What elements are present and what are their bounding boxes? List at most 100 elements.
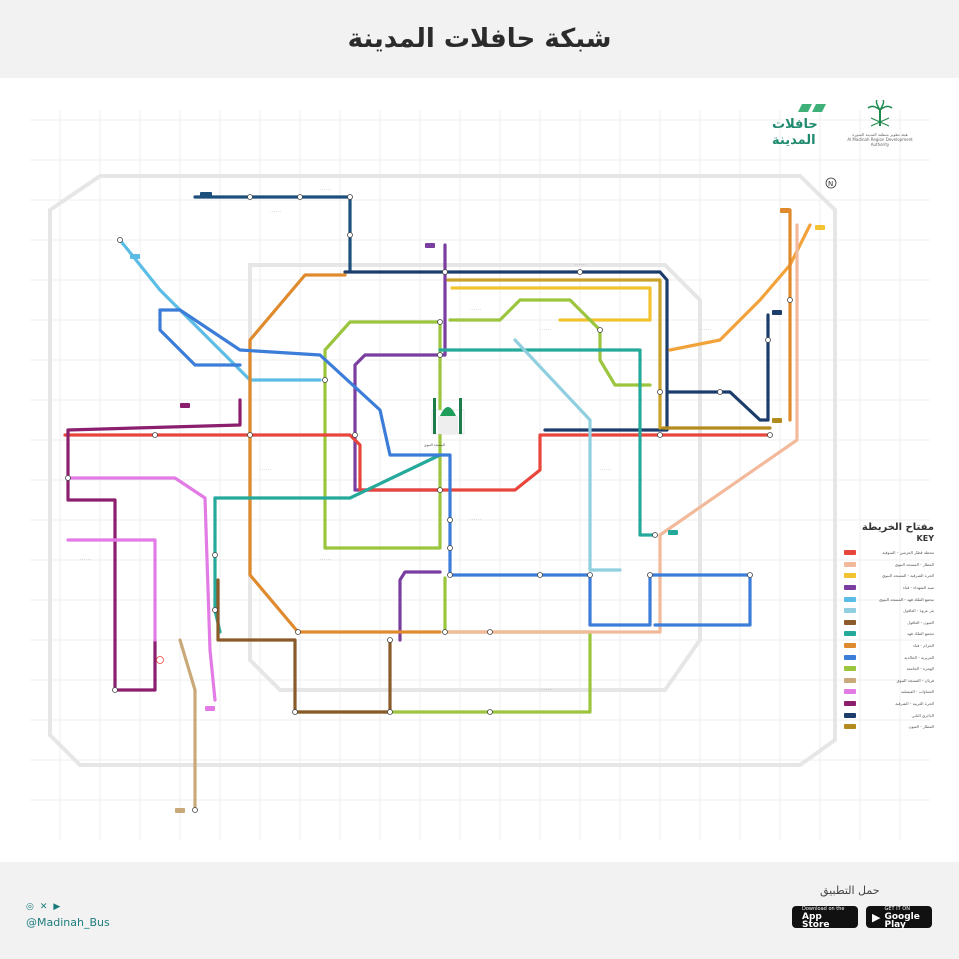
app-store-button[interactable]: Download on the App Store [792, 906, 858, 930]
svg-text:حافلات: حافلات [772, 117, 818, 132]
line-olive [446, 278, 662, 430]
street-grid [30, 110, 930, 840]
header-bar: شبكة حافلات المدينة [0, 0, 959, 78]
key-item-label: سيد الشهداء - قباء [903, 585, 934, 591]
key-item-label: العزيزية - الخالدية [904, 654, 934, 660]
key-item: الجماوات - الفيصلية [844, 686, 934, 698]
key-item-swatch [844, 596, 856, 602]
line-tan [178, 638, 197, 812]
key-item-label: قربان - المسجد النبوي [896, 677, 934, 683]
line-teal-west [213, 453, 442, 500]
line-magenta [66, 398, 242, 692]
key-item: سيد الشهداء - قباء [844, 582, 934, 594]
key-item-swatch [844, 689, 856, 695]
line-teal [438, 348, 657, 537]
page-title: شبكة حافلات المدينة [347, 24, 612, 54]
line-green [323, 320, 442, 550]
social-handle[interactable]: @Madinah_Bus [26, 916, 110, 929]
svg-text:. . . . . .: . . . . . . [80, 557, 91, 561]
key-item-label: المطار - العيون [908, 724, 934, 730]
stations[interactable] [65, 194, 793, 813]
key-item-label: محطة قطار الحرمين - السوقية [882, 550, 934, 556]
bus-network-map[interactable]: . . . . . . . . . . . . . . . . . . . . … [0, 78, 959, 862]
ring-roads [48, 174, 837, 767]
svg-text:. . . . . .: . . . . . . [270, 209, 281, 213]
youtube-icon[interactable]: ▶ [53, 902, 61, 912]
svg-text:المدينة: المدينة [772, 133, 816, 148]
key-item-label: مجمع الملك فهد [907, 631, 934, 637]
key-title: مفتاح الخريطة [861, 522, 934, 533]
key-item: مجمع الملك فهد [844, 628, 934, 640]
key-item: المطار - المسجد النبوي [844, 559, 934, 571]
app-store-small: Download on the [802, 906, 845, 912]
svg-text:. . . . . .: . . . . . . [470, 307, 481, 311]
line-pink [66, 476, 217, 702]
key-item-label: الهجرة - الجامعة [906, 666, 934, 672]
instagram-icon[interactable]: ◎ [26, 902, 34, 912]
authority-name-en: Al Madinah Region Development Authority [847, 137, 913, 147]
key-item-swatch [844, 654, 856, 660]
key-item: الحزام - قباء [844, 640, 934, 652]
key-item-swatch [844, 619, 856, 625]
key-item-label: الحرة الشرقية - المسجد النبوي [882, 573, 934, 579]
line-darkblue [193, 195, 352, 272]
key-item-swatch [844, 573, 856, 579]
x-icon[interactable]: ✕ [39, 902, 48, 912]
svg-text:. . . . . .: . . . . . . [540, 687, 551, 691]
svg-text:. . . . . .: . . . . . . [260, 467, 271, 471]
key-item-label: مجمع الملك فهد - المسجد النبوي [879, 596, 934, 602]
north-arrow: N [825, 177, 837, 189]
authority-logo: هيئة تطوير منطقة المدينة المنورة Al Madi… [840, 99, 920, 150]
svg-text:. . . . . .: . . . . . . [320, 557, 331, 561]
key-item-swatch [844, 724, 856, 730]
key-item: الحرة الغربية - الشرقية [844, 698, 934, 710]
line-peach [443, 223, 799, 634]
key-item-swatch [844, 701, 856, 707]
svg-text:. . . . . .: . . . . . . [575, 262, 586, 266]
svg-text:. . . . . .: . . . . . . [540, 327, 551, 331]
key-item-label: الدائري الثاني [911, 712, 934, 718]
line-pink-west [66, 538, 157, 642]
line-orange [248, 273, 442, 634]
app-store-big: App Store [802, 912, 830, 930]
key-item: بئر عروة - العاقول [844, 605, 934, 617]
key-subtitle: KEY [916, 534, 934, 543]
line-navy-east [666, 313, 770, 422]
key-item-swatch [844, 585, 856, 591]
key-item-swatch [844, 666, 856, 672]
key-item-swatch [844, 561, 856, 567]
key-item-swatch [844, 631, 856, 637]
key-item-swatch [844, 643, 856, 649]
key-item: محطة قطار الحرمين - السوقية [844, 547, 934, 559]
route-badges [130, 192, 825, 813]
line-yellow [450, 286, 652, 322]
key-item-swatch [844, 712, 856, 718]
madinah-buses-logo: حافلات المدينة [768, 100, 828, 150]
prophets-mosque-icon: المسجد النبوي [424, 398, 465, 447]
key-item: الهجرة - الجامعة [844, 663, 934, 675]
svg-text:. . . . . .: . . . . . . [470, 517, 481, 521]
svg-text:المسجد النبوي: المسجد النبوي [424, 443, 445, 447]
authority-name-ar: هيئة تطوير منطقة المدينة المنورة [852, 132, 908, 137]
line-skyblue [118, 238, 322, 382]
key-item: العزيزية - الخالدية [844, 651, 934, 663]
line-navy-ring [343, 270, 669, 432]
play-icon: ▶ [872, 910, 881, 924]
key-item-swatch [844, 608, 856, 614]
key-item-label: الجماوات - الفيصلية [901, 689, 934, 695]
key-item-swatch [844, 550, 856, 556]
google-play-small: GET IT ON [884, 906, 910, 912]
palm-emblem-icon [867, 99, 893, 127]
line-green-north [448, 298, 652, 387]
google-play-big: Google Play [884, 912, 920, 930]
line-purple-south [398, 570, 442, 642]
download-app-label: حمل التطبيق [820, 884, 880, 897]
svg-text:. . . . . .: . . . . . . [600, 467, 611, 471]
station-labels: . . . . . . . . . . . . . . . . . . . . … [80, 187, 711, 691]
key-item: قربان - المسجد النبوي [844, 675, 934, 687]
key-item-label: بئر عروة - العاقول [903, 608, 934, 614]
line-brown [216, 578, 392, 714]
social-section: ◎ ✕ ▶ @Madinah_Bus [26, 902, 110, 929]
google-play-button[interactable]: ▶ GET IT ON Google Play [866, 906, 932, 930]
key-item: المطار - العيون [844, 721, 934, 733]
